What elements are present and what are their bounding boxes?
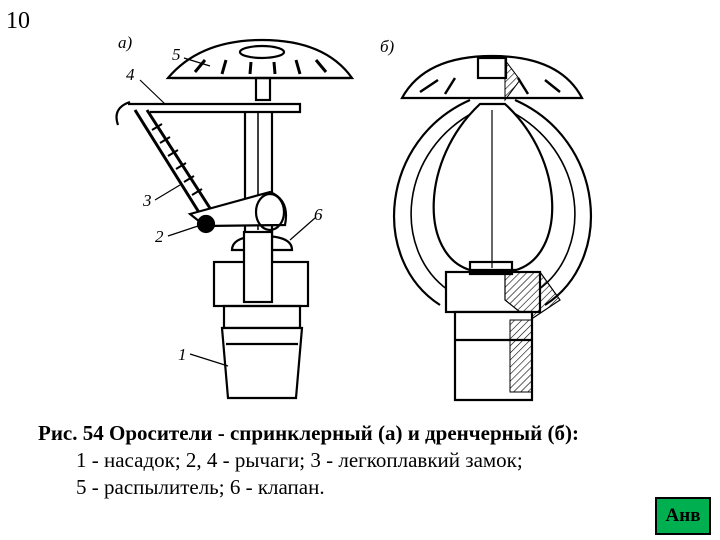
drencher-b-drawing (392, 54, 593, 402)
caption-title: Рис. 54 Оросители - спринклерный (а) и д… (38, 421, 579, 445)
panel-b-label: б) (380, 37, 395, 56)
callout-6: 6 (314, 205, 323, 224)
caption-line-2: 5 - распылитель; 6 - клапан. (76, 475, 325, 499)
panel-a-label: а) (118, 33, 133, 52)
nav-button[interactable]: Анв (655, 497, 711, 535)
figure-caption: Рис. 54 Оросители - спринклерный (а) и д… (38, 420, 698, 501)
sprinkler-figure: а) 5 4 3 2 6 1 б) (115, 33, 593, 402)
caption-line-1: 1 - насадок; 2, 4 - рычаги; 3 - легкопла… (76, 448, 523, 472)
slide-number: 10 (6, 8, 30, 34)
callout-2: 2 (155, 227, 164, 246)
callout-3: 3 (142, 191, 152, 210)
callout-4: 4 (126, 65, 135, 84)
sprinkler-a-drawing (115, 38, 355, 400)
callout-1: 1 (178, 345, 187, 364)
callout-5: 5 (172, 45, 181, 64)
